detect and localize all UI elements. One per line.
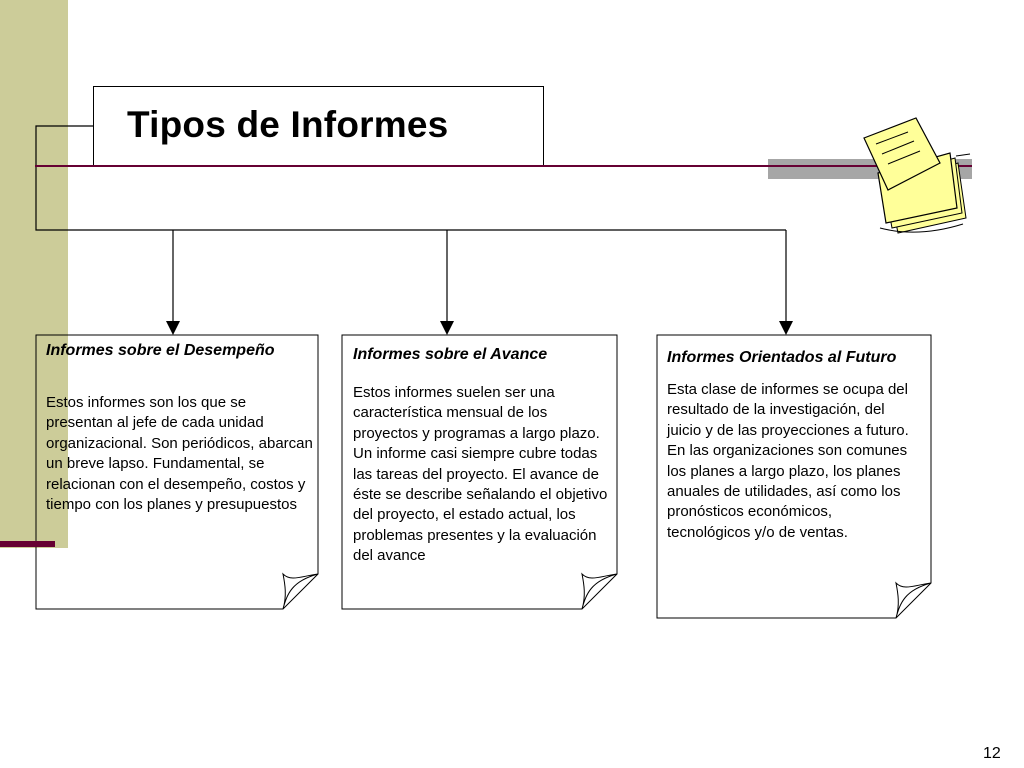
card-body: Esta clase de informes se ocupa del resu… [667,381,909,541]
accent-line [35,165,770,167]
card-outline-2 [341,334,618,610]
slide-title: Tipos de Informes [127,104,449,145]
arrow-head-1 [166,321,180,335]
card-fold-3 [895,581,932,619]
card-fold-2 [581,572,618,610]
left-decorative-band [0,0,68,548]
card-body: Estos informes son los que se presentan … [46,394,313,514]
sticky-notes-icon [863,117,971,234]
left-accent-line [0,541,55,547]
left-bracket [35,125,93,231]
card-outline-1 [35,334,319,610]
card-heading: Informes Orientados al Futuro [667,349,897,366]
card-heading: Informes sobre el Avance [353,346,548,363]
card-desempeno: Informes sobre el Desempeño Estos inform… [46,342,316,515]
card-avance: Informes sobre el Avance Estos informes … [353,346,611,567]
arrow-head-3 [779,321,793,335]
card-futuro: Informes Orientados al Futuro Esta clase… [667,346,919,543]
card-heading: Informes sobre el Desempeño [46,342,275,359]
card-outline-3 [656,334,932,619]
arrow-head-2 [440,321,454,335]
card-fold-1 [282,572,319,610]
page-number: 12 [983,745,1001,762]
card-body: Estos informes suelen ser una caracterís… [353,384,608,565]
